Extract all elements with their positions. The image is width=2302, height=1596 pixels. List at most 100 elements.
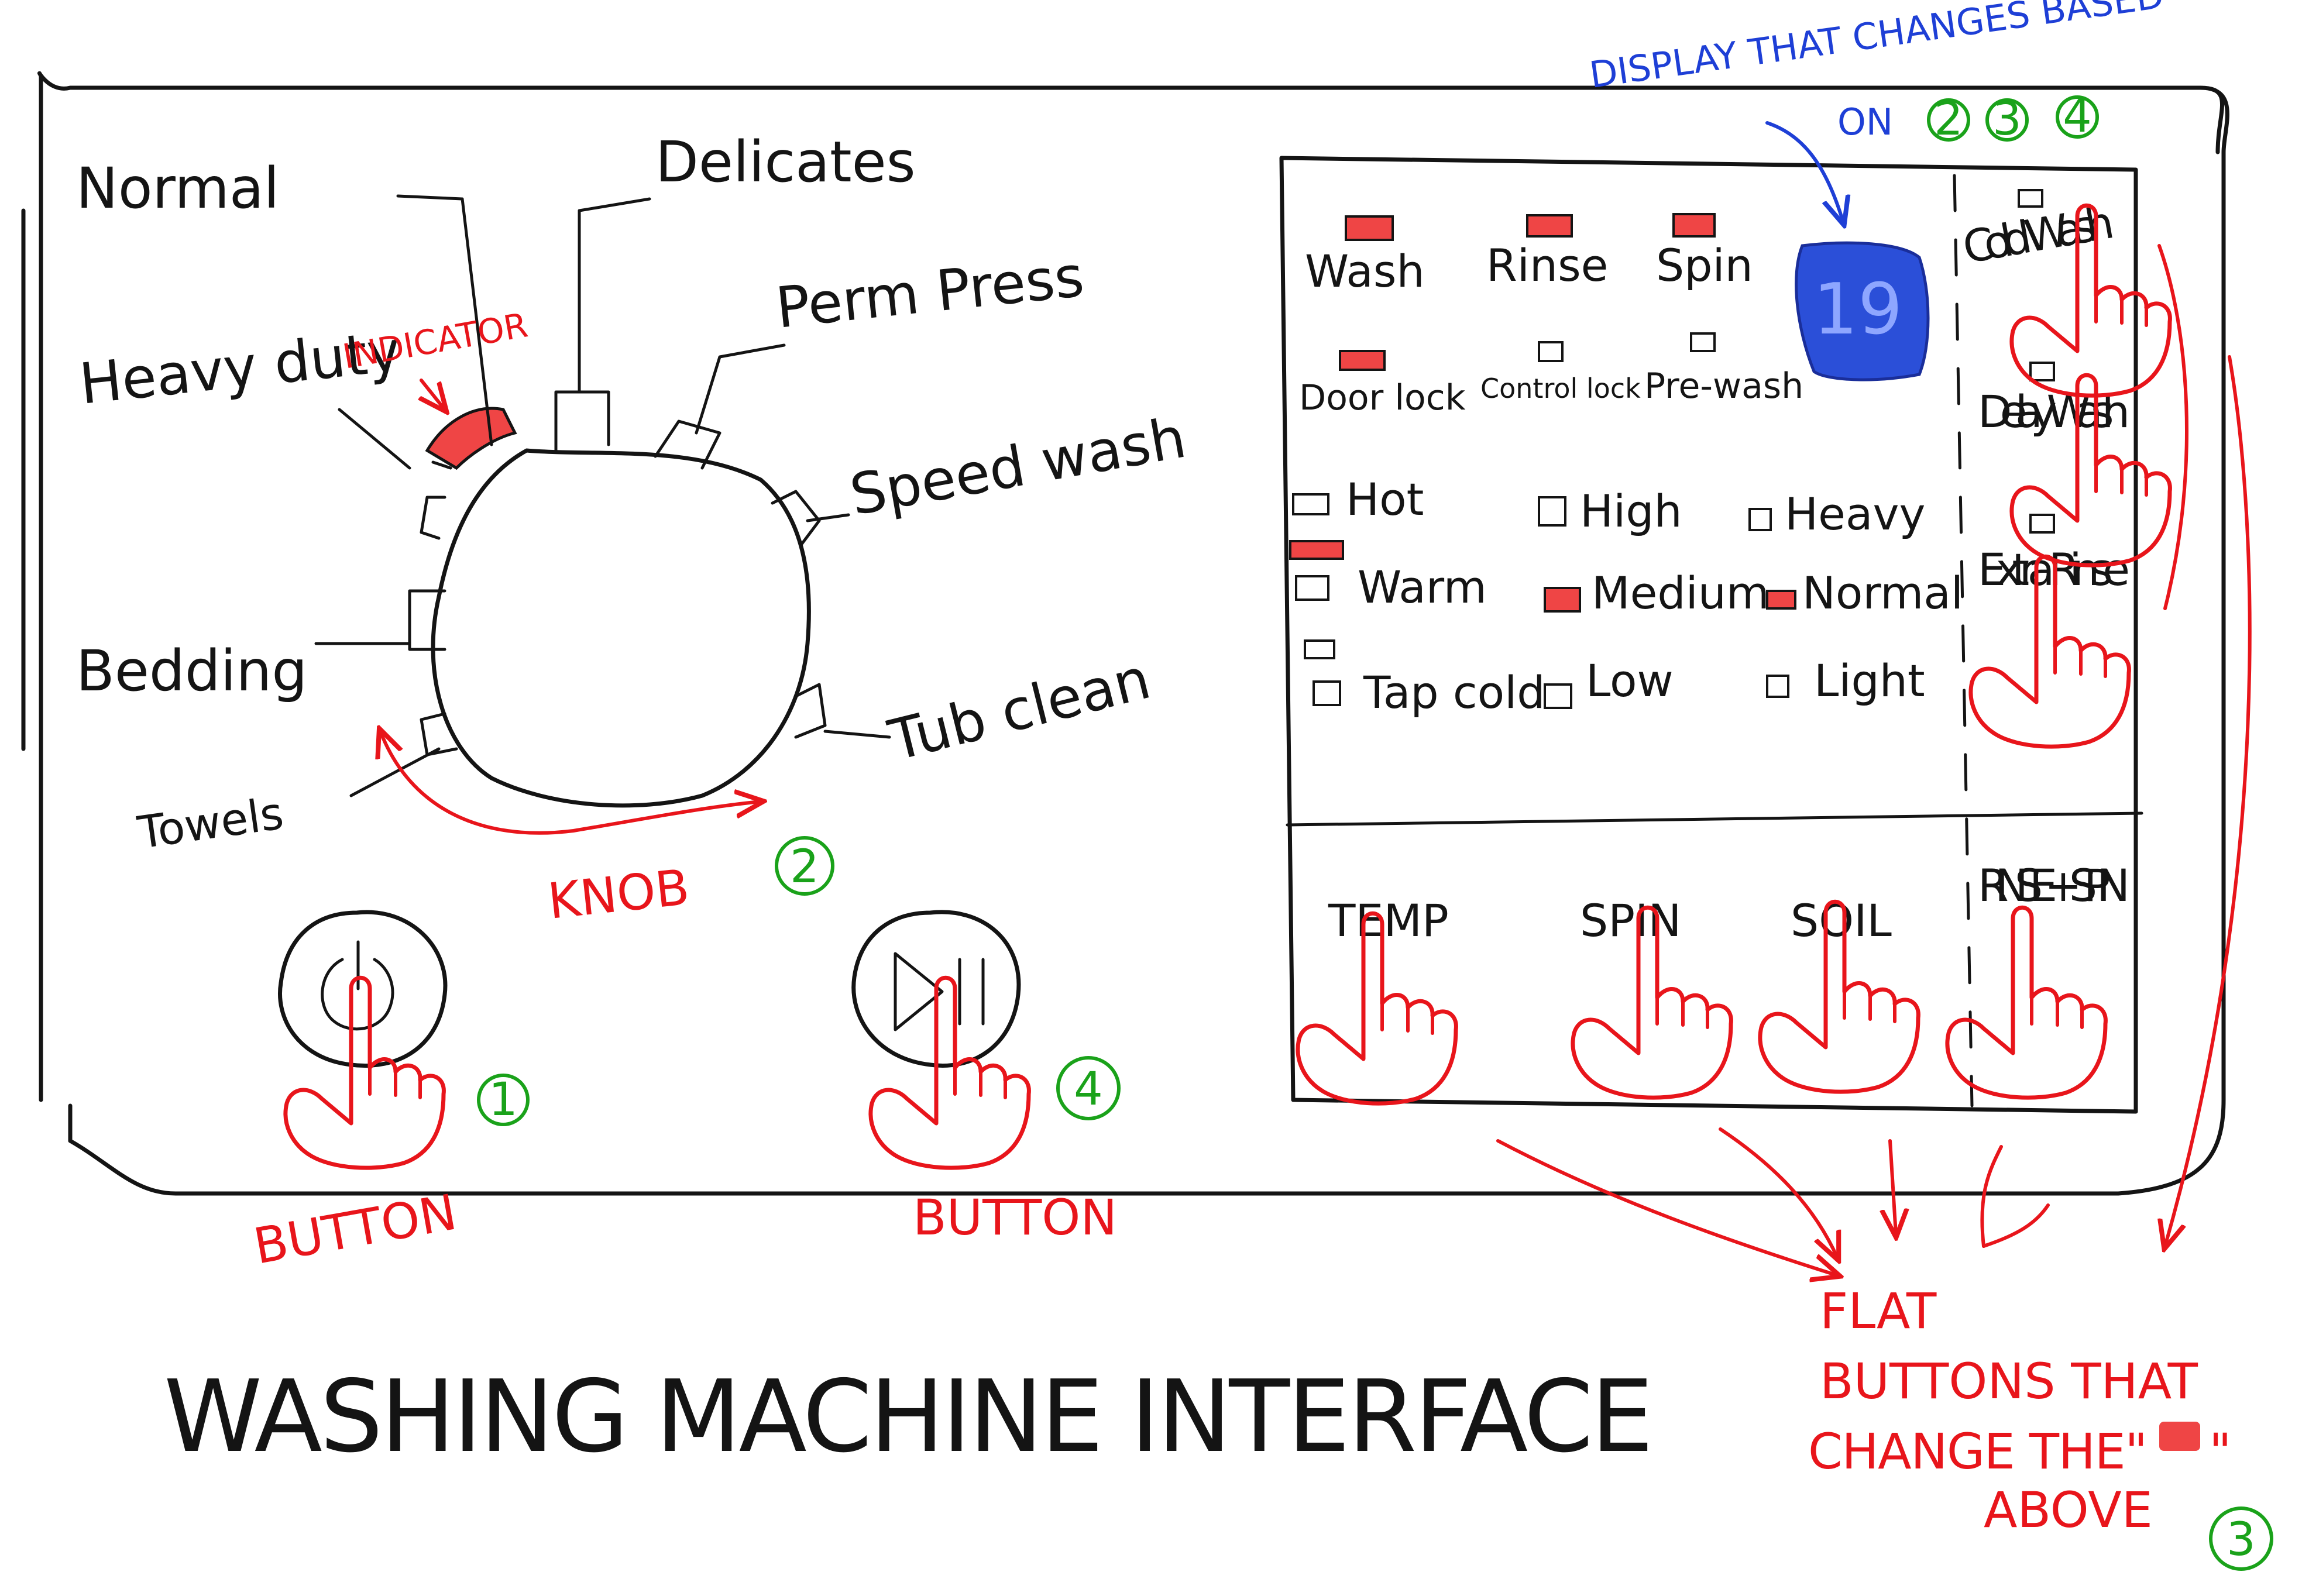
status-label-door-lock: Door lock [1299, 377, 1466, 418]
knob-tab-heavy-duty [420, 496, 446, 540]
side-light-cold-wash [2018, 189, 2043, 208]
display-value: 19 [1813, 269, 1903, 350]
flat-button-rinse-spin[interactable]: RINSE + SPIN [1947, 859, 2130, 1098]
option-light-warm-indicator [1289, 540, 1344, 560]
status-label-pre-wash: Pre-wash [1644, 366, 1803, 407]
cycle-knob[interactable] [408, 390, 827, 808]
option-grid: Hot Warm Tap cold High Medium Low Heavy … [1289, 473, 1963, 718]
side-light-extra-rinse [2029, 514, 2055, 534]
flat-button-temp-label: TEMP [1328, 895, 1449, 947]
control-panel-dashed-divider [1953, 174, 1974, 1107]
status-light-door-lock [1339, 350, 1386, 371]
display-annotation-line1: DISPLAY THAT CHANGES BASED [1587, 0, 2166, 97]
machine-outline [37, 71, 2229, 1196]
flat-buttons-step-badge [2209, 1506, 2273, 1571]
status-light-control-lock [1538, 341, 1564, 362]
flat-buttons-step-number: 3 [2227, 1514, 2256, 1566]
option-label-warm: Warm [1358, 561, 1487, 613]
flat-buttons: TEMP SPIN SOIL RINSE + SPIN [1298, 859, 2130, 1103]
power-icon [321, 940, 394, 1031]
flat-button-soil[interactable]: SOIL [1760, 895, 1918, 1092]
status-light-wash [1345, 215, 1394, 241]
side-light-delay-wash [2029, 362, 2055, 381]
cycle-label-speed-wash: Speed wash [846, 405, 1191, 528]
option-light-high [1538, 496, 1566, 527]
time-display: 19 [1795, 241, 1930, 381]
flat-buttons-note-line4: ABOVE [1984, 1481, 2153, 1539]
status-label-control-lock: Control lock [1480, 373, 1641, 404]
cycle-label-delicates: Delicates [655, 129, 916, 195]
power-button[interactable] [278, 910, 448, 1168]
option-label-hot: Hot [1346, 473, 1424, 525]
option-label-low: Low [1586, 655, 1674, 707]
knob-tab-speed-wash [771, 490, 821, 546]
knob-tab-delicates [554, 390, 610, 452]
display-step-4: 4 [2063, 90, 2092, 143]
option-light-tap-cold [1313, 680, 1341, 706]
start-pause-step-number: 4 [1074, 1063, 1103, 1116]
knob-annotation-text: KNOB [545, 858, 692, 930]
cycle-label-tub-clean: Tub clean [882, 646, 1156, 774]
start-pause-button[interactable] [851, 910, 1029, 1168]
knob-step-number: 2 [790, 841, 819, 893]
display-step-badge-4 [2056, 95, 2099, 139]
flat-button-spin-label: SPIN [1580, 895, 1681, 947]
knob-tab-tub-clean [794, 683, 827, 739]
option-light-medium [1544, 587, 1581, 613]
display-annotation: DISPLAY THAT CHANGES BASED ON 2 3 4 [1587, 0, 2166, 222]
knob-body [431, 448, 811, 808]
option-label-light: Light [1814, 655, 1925, 707]
cycle-label-normal: Normal [76, 156, 279, 221]
start-pause-ring [851, 910, 1021, 1068]
flat-buttons-note-line1: FLAT [1820, 1282, 1937, 1340]
cycle-label-towels: Towels [134, 787, 287, 859]
flat-button-spin[interactable]: SPIN [1573, 895, 1731, 1098]
option-light-tap-cold-indicator [1304, 639, 1335, 659]
display-screen [1795, 241, 1930, 381]
start-pause-step-badge [1056, 1056, 1121, 1120]
flat-buttons-note-line2: BUTTONS THAT [1820, 1353, 2198, 1410]
power-annotation-text: BUTTON [249, 1184, 461, 1275]
pointing-hand-icon [286, 978, 444, 1168]
display-annotation-on: ON [1837, 101, 1893, 143]
status-label-rinse: Rinse [1486, 239, 1608, 291]
option-label-medium: Medium [1592, 567, 1770, 619]
status-lights: Wash Rinse Spin Door lock Control lock P… [1299, 213, 1803, 418]
knob-tab-bedding [408, 589, 446, 651]
page-title: WASHING MACHINE INTERFACE [164, 1359, 1662, 1475]
side-options: Cold Wash Delay Wash Extra Rinse [1959, 189, 2170, 747]
indicator-annotation-text: INDICATOR [340, 305, 531, 376]
cycle-label-bedding: Bedding [76, 638, 307, 704]
flat-button-temp[interactable]: TEMP [1298, 895, 1456, 1103]
display-step-2: 2 [1934, 93, 1963, 146]
flat-button-rinse-spin-label: RINSE + SPIN [1978, 859, 2130, 911]
status-label-spin: Spin [1656, 239, 1753, 291]
cycle-labels: Normal Delicates Perm Press Heavy duty S… [76, 129, 1191, 859]
flat-buttons-note-swatch [2159, 1422, 2200, 1451]
knob-step-badge [775, 836, 834, 896]
pointing-hand-icon [1947, 907, 2105, 1098]
option-light-warm [1295, 575, 1329, 601]
status-light-pre-wash [1690, 332, 1716, 352]
display-step-badge-2 [1927, 98, 1970, 142]
option-light-low [1544, 683, 1572, 709]
play-pause-icon [894, 952, 985, 1031]
option-label-high: High [1580, 485, 1682, 537]
option-label-tap-cold: Tap cold [1363, 666, 1545, 718]
control-panel [1279, 156, 2143, 1114]
power-step-badge [477, 1074, 530, 1126]
display-step-3: 3 [1992, 93, 2022, 146]
option-label-heavy: Heavy [1785, 488, 1925, 540]
flat-buttons-arrows [1496, 244, 2252, 1275]
option-light-normal [1766, 590, 1796, 610]
flat-buttons-note-line3: CHANGE THE" [1808, 1423, 2148, 1480]
option-light-light [1766, 675, 1789, 698]
status-light-spin [1672, 213, 1716, 238]
option-label-normal: Normal [1802, 567, 1963, 619]
option-light-heavy [1748, 508, 1772, 531]
flat-buttons-note-line3-end: " [2209, 1423, 2232, 1480]
flat-buttons-note: FLAT BUTTONS THAT CHANGE THE" " ABOVE 3 [1808, 1282, 2273, 1571]
option-light-hot [1292, 493, 1329, 515]
start-pause-annotation-text: BUTTON [913, 1189, 1117, 1246]
